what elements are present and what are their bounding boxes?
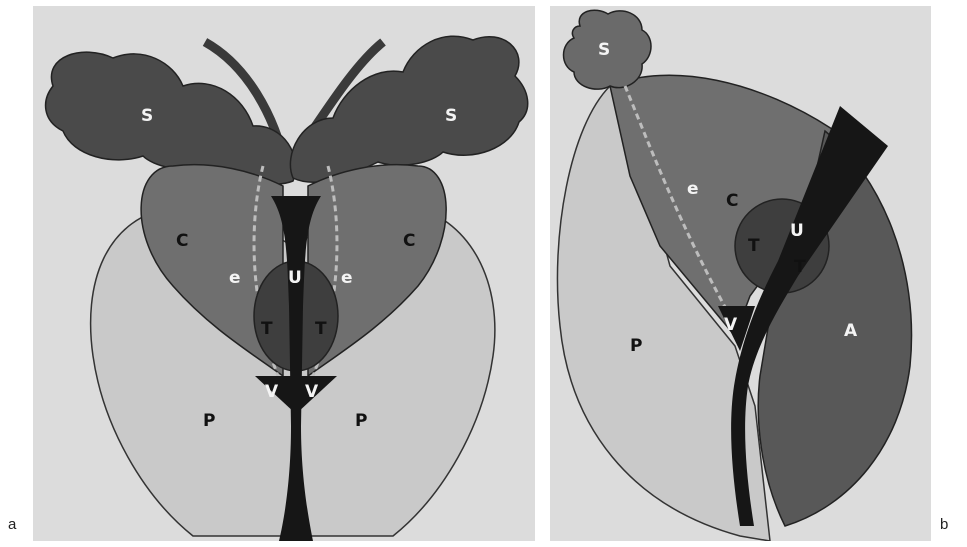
label-ejaculatory-duct-right: e bbox=[341, 268, 353, 288]
label-verumontanum-left: V bbox=[265, 382, 279, 402]
label-verumontanum-b: V bbox=[724, 315, 738, 335]
label-transition-zone-left-b: T bbox=[748, 236, 760, 256]
label-transition-zone-right: T bbox=[315, 319, 327, 339]
diagram-panel-a: S S C C e e U T T V V P P bbox=[33, 6, 535, 541]
label-central-zone-right: C bbox=[403, 231, 415, 251]
label-peripheral-zone-b: P bbox=[630, 336, 642, 356]
prostate-sagittal-diagram: S e C U T T V P A bbox=[550, 6, 931, 541]
label-ejaculatory-duct-b: e bbox=[687, 179, 699, 199]
label-ejaculatory-duct-left: e bbox=[229, 268, 241, 288]
label-central-zone-left: C bbox=[176, 231, 188, 251]
label-urethra-b: U bbox=[790, 221, 804, 241]
label-verumontanum-right: V bbox=[305, 382, 319, 402]
panel-letter-b: b bbox=[940, 516, 948, 533]
label-seminal-vesicle-right: S bbox=[445, 106, 457, 126]
label-seminal-vesicle-left: S bbox=[141, 106, 153, 126]
label-transition-zone-left: T bbox=[261, 319, 273, 339]
label-transition-zone-right-b: T bbox=[794, 257, 806, 277]
label-anterior-stroma: A bbox=[844, 321, 858, 341]
diagram-panel-b: S e C U T T V P A bbox=[550, 6, 931, 541]
label-central-zone-b: C bbox=[726, 191, 738, 211]
prostate-frontal-diagram: S S C C e e U T T V V P P bbox=[33, 6, 535, 541]
label-urethra: U bbox=[288, 268, 302, 288]
label-peripheral-zone-left: P bbox=[203, 411, 215, 431]
label-seminal-vesicle-b: S bbox=[598, 40, 610, 60]
label-peripheral-zone-right: P bbox=[355, 411, 367, 431]
panel-letter-a: a bbox=[8, 516, 16, 533]
